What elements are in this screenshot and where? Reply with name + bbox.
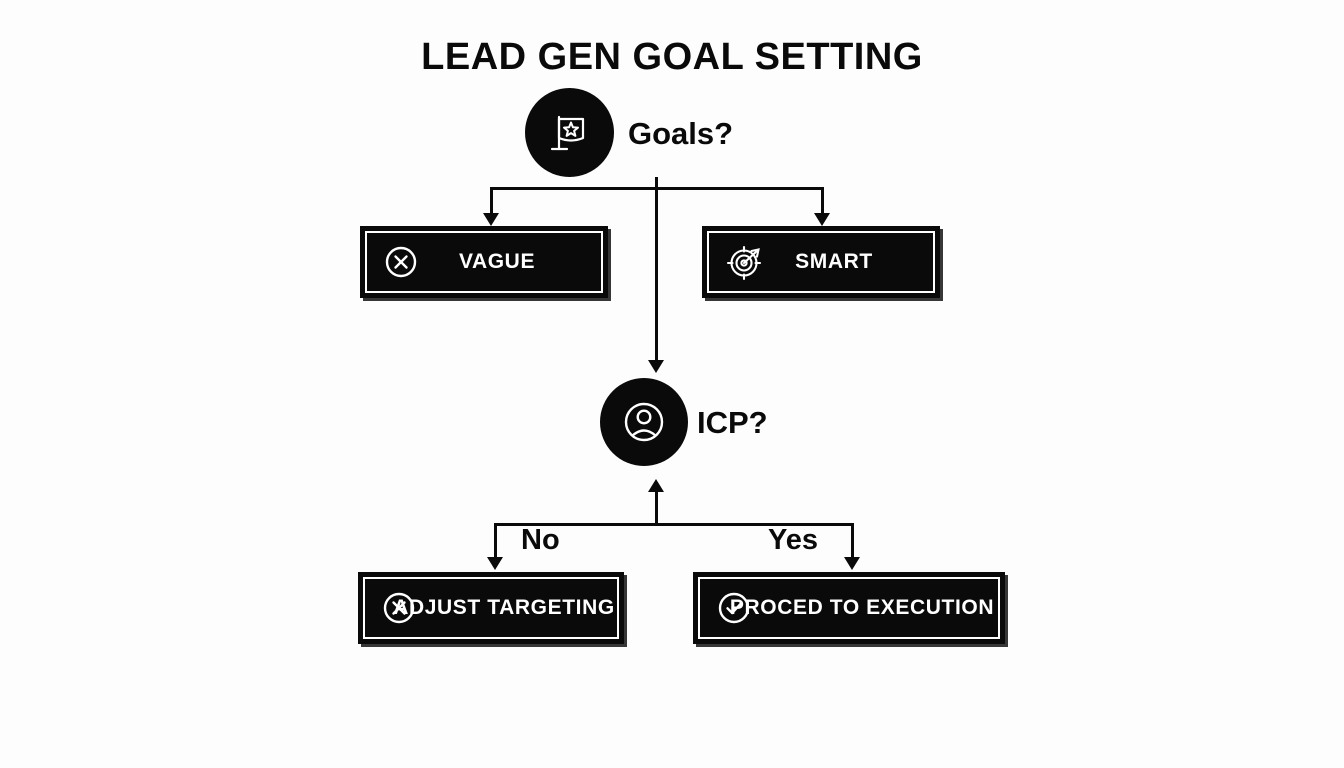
box-adjust-targeting-label: ADJUST TARGETING: [393, 596, 615, 619]
box-smart-inner: SMART: [707, 231, 935, 293]
x-circle-icon: [383, 244, 419, 280]
connector-bottom-right-drop: [851, 523, 854, 559]
arrow-to-proceed: [844, 557, 860, 570]
box-vague[interactable]: VAGUE: [360, 226, 608, 298]
node-icp[interactable]: [600, 378, 688, 466]
flag-icon: [545, 108, 595, 158]
connector-bottom-bar: [494, 523, 854, 526]
node-icp-label: ICP?: [697, 405, 768, 440]
check-circle-icon: [716, 590, 752, 626]
page-title: LEAD GEN GOAL SETTING: [421, 36, 923, 78]
box-smart[interactable]: SMART: [702, 226, 940, 298]
node-goals[interactable]: [525, 88, 614, 177]
node-goals-label: Goals?: [628, 116, 734, 151]
box-vague-inner: VAGUE: [365, 231, 603, 293]
arrow-to-smart: [814, 213, 830, 226]
box-smart-label: SMART: [795, 250, 873, 273]
connector-bottom-left-drop: [494, 523, 497, 559]
connector-top-right-drop: [821, 187, 824, 215]
x-circle-icon: [381, 590, 417, 626]
box-adjust-targeting[interactable]: ADJUST TARGETING: [358, 572, 624, 644]
arrow-to-vague: [483, 213, 499, 226]
connector-top-left-drop: [490, 187, 493, 215]
connector-icp-stem: [655, 492, 658, 525]
box-proceed-to-execution-inner: PROCED TO EXECUTION: [698, 577, 1000, 639]
target-arrow-icon: [725, 242, 765, 282]
box-adjust-targeting-inner: ADJUST TARGETING: [363, 577, 619, 639]
branch-label-yes: Yes: [768, 524, 818, 556]
arrow-to-icp: [648, 360, 664, 373]
box-proceed-to-execution[interactable]: PROCED TO EXECUTION: [693, 572, 1005, 644]
arrow-up-to-icp: [648, 479, 664, 492]
arrow-to-adjust: [487, 557, 503, 570]
box-proceed-to-execution-label: PROCED TO EXECUTION: [729, 596, 995, 619]
connector-goals-stem: [655, 177, 658, 190]
user-circle-icon: [618, 396, 670, 448]
connector-goals-to-icp: [655, 187, 658, 363]
branch-label-no: No: [521, 524, 560, 556]
box-vague-label: VAGUE: [458, 250, 536, 273]
